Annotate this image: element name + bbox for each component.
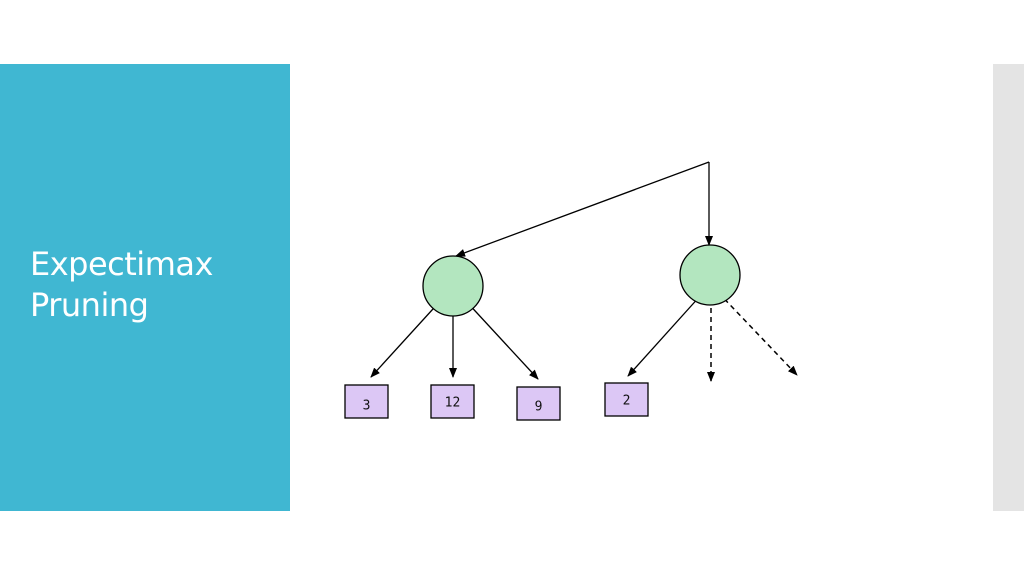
leaf-node-2-value: 12 <box>445 396 461 411</box>
leaf-node-4 <box>604 382 649 417</box>
edge-root-to-left-chance <box>455 161 710 257</box>
chance-node-left <box>422 255 484 317</box>
right-edge-strip <box>993 64 1024 511</box>
leaf-node-1 <box>344 384 389 419</box>
leaf-node-2 <box>430 384 475 419</box>
slide-title-line-2: Pruning <box>30 286 149 324</box>
title-panel <box>0 64 290 511</box>
leaf-node-3 <box>516 386 561 421</box>
chance-node-right <box>679 244 741 306</box>
slide-title-line-1: Expectimax <box>30 245 213 283</box>
leaf-node-1-value: 3 <box>363 399 371 414</box>
leaf-node-4-value: 2 <box>623 394 631 409</box>
leaf-node-3-value: 9 <box>535 400 543 415</box>
